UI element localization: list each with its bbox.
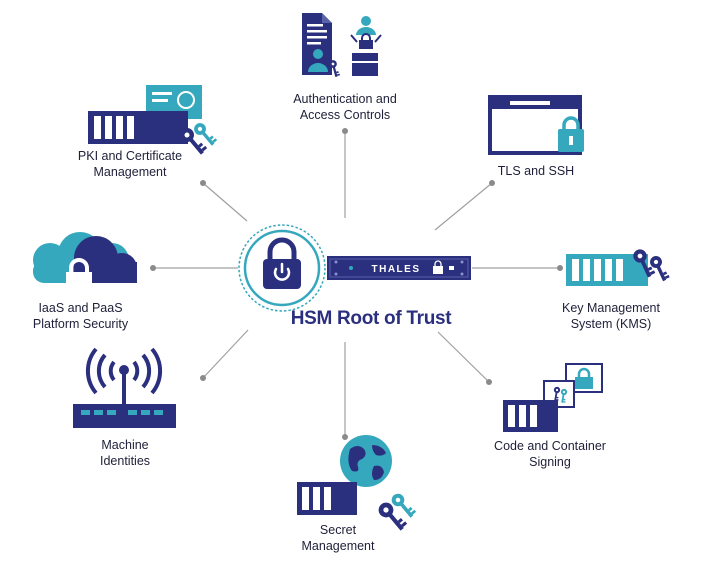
server-keys-icon	[566, 247, 671, 286]
label-line: Access Controls	[299, 108, 391, 122]
label-line: Secret	[319, 523, 357, 537]
connector-pki	[202, 182, 248, 222]
hsm-lock-icon	[433, 260, 443, 274]
label-line: Management	[93, 165, 167, 179]
label-line: TLS and SSH	[497, 164, 575, 178]
connector-dots	[150, 128, 563, 440]
label-line: Management	[301, 539, 375, 553]
document-user-lock-icon	[302, 13, 382, 78]
label-auth: Authentication and Access Controls	[265, 91, 425, 123]
label-line: System (KMS)	[570, 317, 652, 331]
globe-server-key-icon	[297, 435, 417, 535]
label-tls: TLS and SSH	[476, 163, 596, 179]
center-title: HSM Root of Trust	[290, 308, 452, 329]
label-pki: PKI and Certificate Management	[55, 148, 205, 180]
label-line: Identities	[99, 454, 151, 468]
connector-lines	[153, 131, 560, 437]
hsm-brand-label: THALES	[372, 264, 421, 275]
label-line: Platform Security	[32, 317, 129, 331]
wifi-router-icon	[73, 347, 176, 428]
label-line: Authentication and	[293, 92, 397, 106]
connector-tls	[434, 182, 493, 231]
label-line: PKI and Certificate	[77, 149, 183, 163]
label-line: Code and Container	[494, 439, 606, 453]
label-code: Code and Container Signing	[475, 438, 625, 470]
server-certificates-icon	[503, 363, 603, 432]
hsm-appliance: THALES	[327, 256, 471, 280]
label-secret: Secret Management	[283, 522, 393, 554]
label-kms: Key Management System (KMS)	[541, 300, 681, 332]
label-line: Machine	[101, 438, 149, 452]
label-machine: Machine Identities	[70, 437, 180, 469]
label-line: Key Management	[562, 301, 660, 315]
label-line: Signing	[529, 455, 571, 469]
cloud-lock-icon	[33, 232, 137, 283]
label-iaas: IaaS and PaaS Platform Security	[8, 300, 153, 332]
browser-lock-icon	[488, 95, 584, 155]
center-lock-icon	[238, 224, 326, 312]
label-line: IaaS and PaaS	[38, 301, 123, 315]
server-certificate-key-icon	[88, 85, 218, 158]
connector-code	[437, 331, 490, 383]
connector-machine	[202, 329, 249, 379]
